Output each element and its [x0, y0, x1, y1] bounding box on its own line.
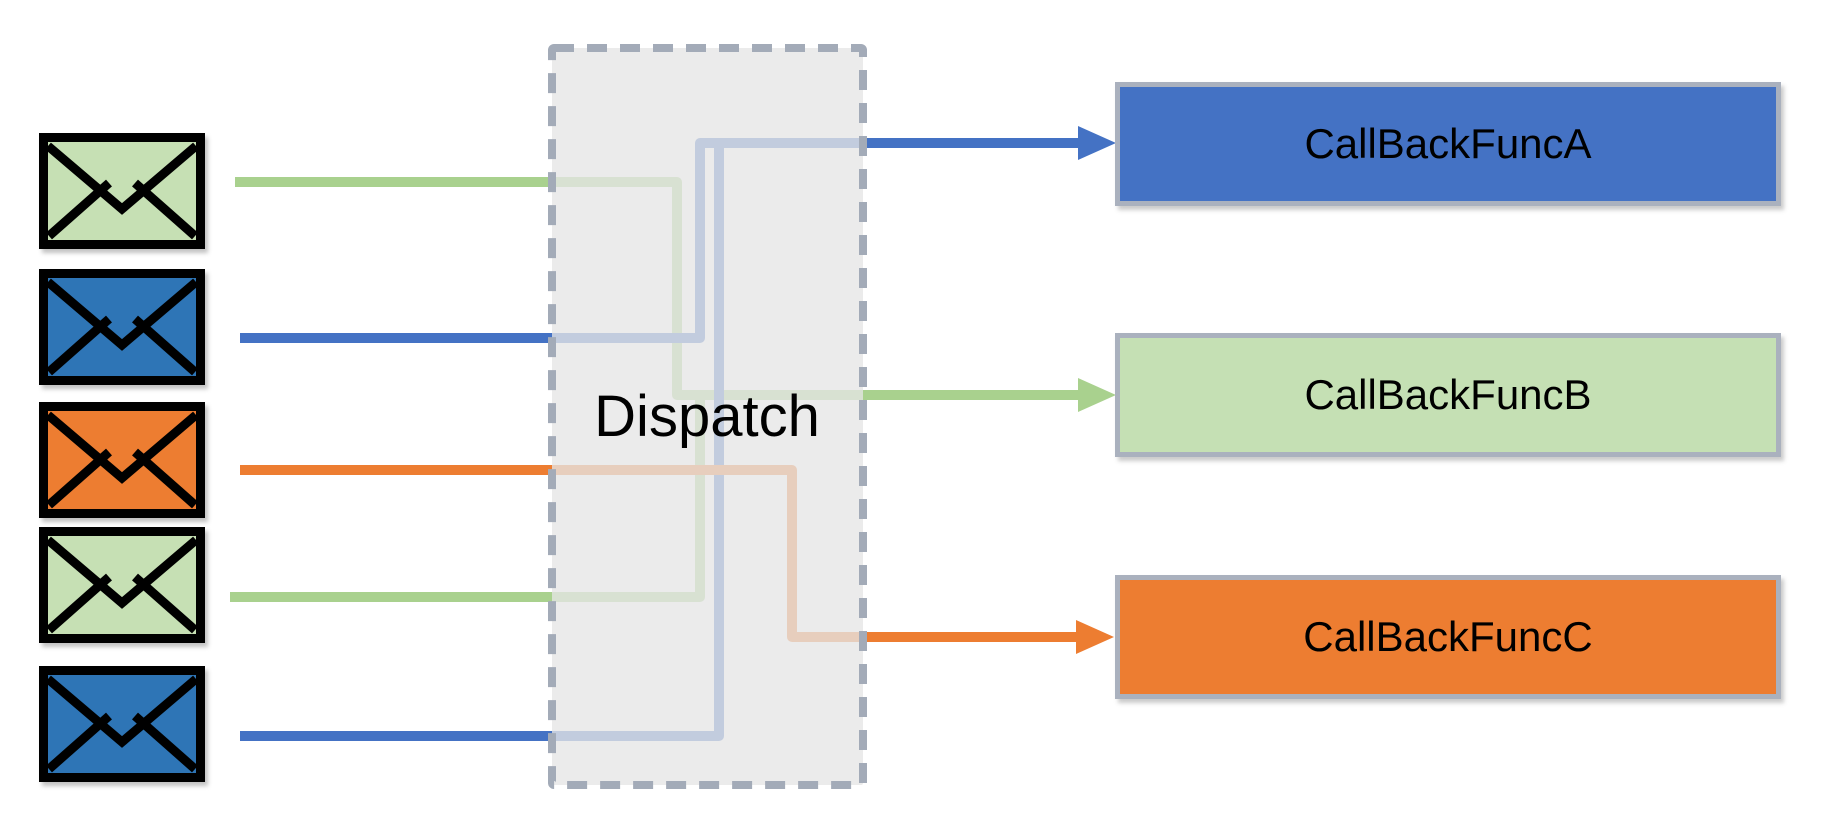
envelope-message-green-2 — [39, 527, 205, 643]
callback-func-b-label: CallBackFuncB — [1304, 371, 1592, 418]
envelope-message-green-1 — [39, 133, 205, 249]
envelope-icon — [39, 527, 205, 643]
envelope-message-orange — [39, 402, 205, 518]
dispatch-box — [548, 44, 867, 789]
envelope-message-blue-2 — [39, 666, 205, 782]
arrowhead-callback-b — [1078, 378, 1116, 412]
envelope-icon — [39, 133, 205, 249]
callback-func-b-box: CallBackFuncB — [1115, 333, 1781, 457]
callback-func-a-label: CallBackFuncA — [1304, 120, 1592, 167]
callback-func-c-box: CallBackFuncC — [1115, 575, 1781, 699]
envelope-icon — [39, 269, 205, 385]
callback-func-a-box: CallBackFuncA — [1115, 82, 1781, 206]
envelope-message-blue-1 — [39, 269, 205, 385]
arrowhead-callback-a — [1078, 126, 1116, 160]
dispatch-label: Dispatch — [594, 384, 820, 449]
envelope-icon — [39, 402, 205, 518]
callback-func-c-label: CallBackFuncC — [1303, 613, 1593, 660]
envelope-icon — [39, 666, 205, 782]
arrowhead-callback-c — [1076, 620, 1114, 654]
